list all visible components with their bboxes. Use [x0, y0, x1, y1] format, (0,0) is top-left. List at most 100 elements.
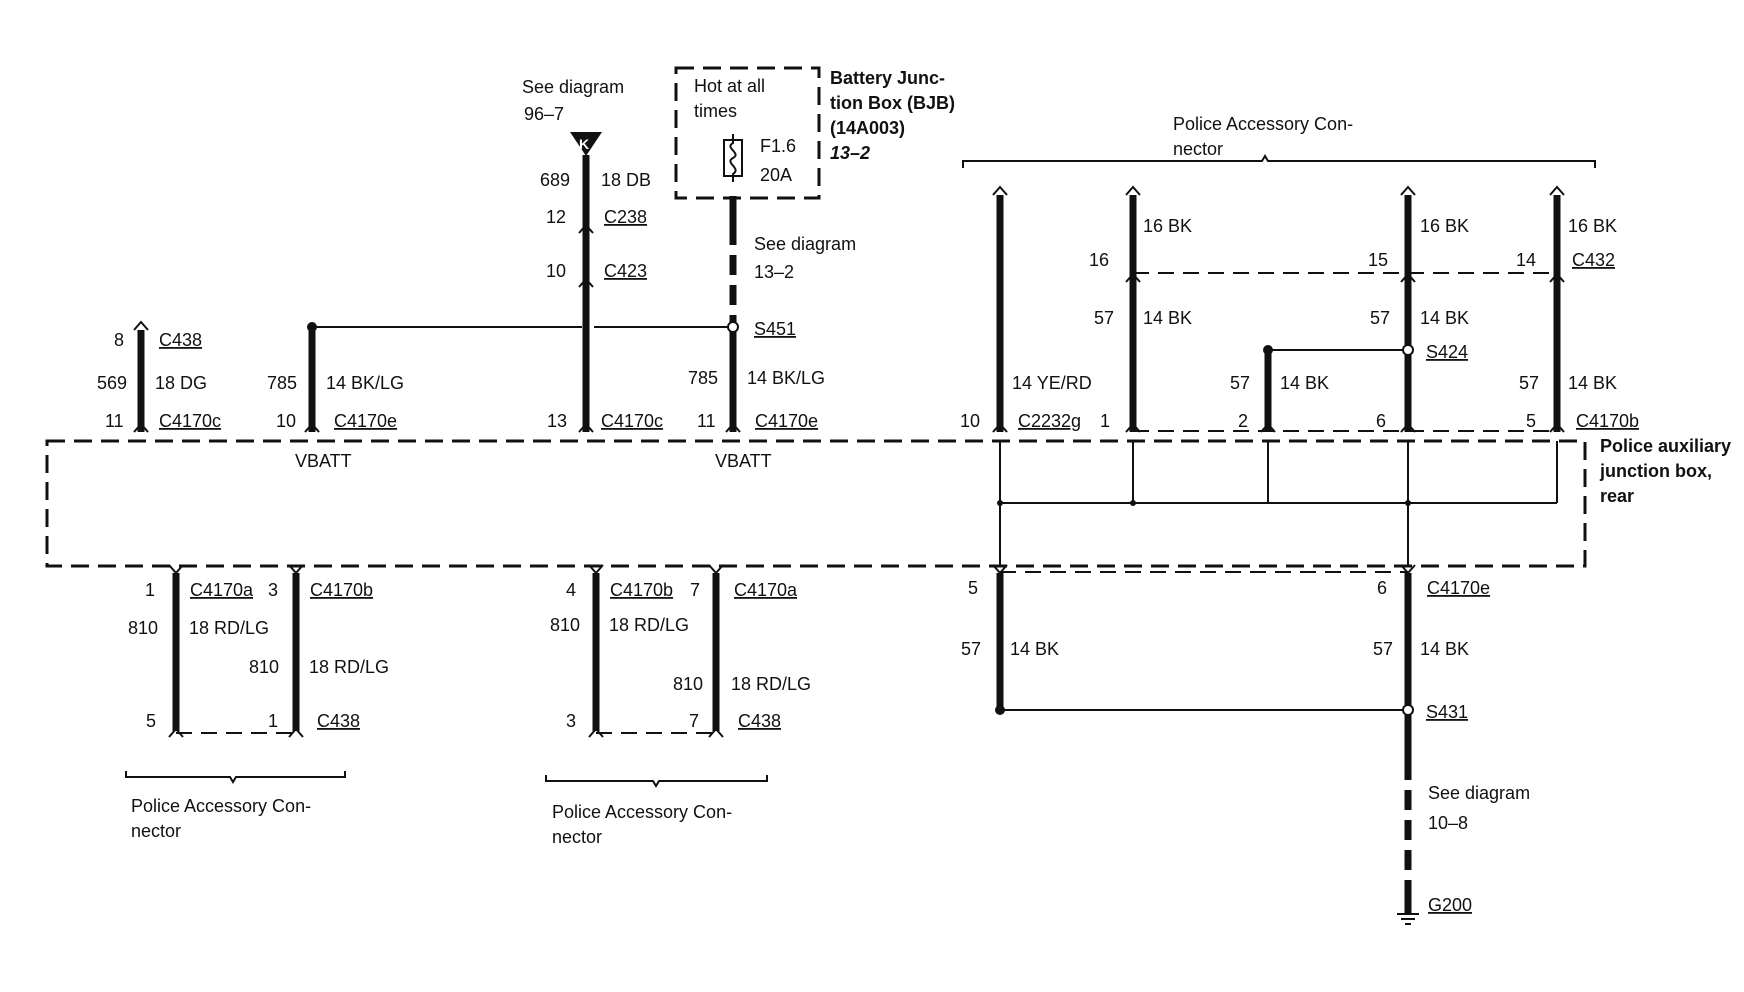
l2-circuit: 810 — [249, 657, 279, 677]
w8-wire-top: 16 BK — [1420, 216, 1469, 236]
wire-810-mid-b — [708, 564, 724, 738]
accessory-bracket-top — [962, 154, 1596, 168]
l2-wire: 18 RD/LG — [309, 657, 389, 677]
w2-wire: 14 BK/LG — [326, 373, 404, 393]
w3-c423: C423 — [604, 261, 647, 281]
w3-pin-c238: 12 — [546, 207, 566, 227]
k-ref-line1: See diagram — [522, 77, 624, 97]
police-aux-junction-box-outline — [45, 439, 1587, 568]
l2-conn-bot: C438 — [317, 711, 360, 731]
wire-57-pin16 — [1125, 185, 1141, 433]
w6-wire-top: 16 BK — [1143, 216, 1192, 236]
wire-ye-rd — [992, 185, 1008, 433]
w7-wire: 14 BK — [1280, 373, 1329, 393]
internal-bus — [997, 441, 1558, 566]
fuse-rating: 20A — [760, 165, 792, 185]
ground-icon — [1397, 913, 1419, 925]
wire-785-left — [304, 322, 733, 433]
wire-569 — [133, 320, 149, 433]
w8-pin-c432: 15 — [1368, 250, 1388, 270]
m1-pin-top: 4 — [566, 580, 576, 600]
w3-pin-bot: 13 — [547, 411, 567, 431]
w8-wire: 14 BK — [1420, 308, 1469, 328]
w8-splice: S424 — [1426, 342, 1468, 362]
m2-conn-top: C4170a — [734, 580, 798, 600]
w5-pin-bot: 10 — [960, 411, 980, 431]
gnd-ref-line2: 10–8 — [1428, 813, 1468, 833]
wire-689 — [570, 132, 602, 433]
m1-pin-bot: 3 — [566, 711, 576, 731]
w6-pin-bot: 1 — [1100, 411, 1110, 431]
w1-pin-bot: 11 — [105, 411, 124, 431]
l1-circuit: 810 — [128, 618, 158, 638]
w6-pin-c432: 16 — [1089, 250, 1109, 270]
accessory-left-line2: nector — [131, 821, 181, 841]
w2-pin-bot: 10 — [276, 411, 296, 431]
w3-wire: 18 DB — [601, 170, 651, 190]
g2-conn: C4170e — [1427, 578, 1490, 598]
m1-circuit: 810 — [550, 615, 580, 635]
accessory-top-line1: Police Accessory Con- — [1173, 114, 1353, 134]
w7-circuit: 57 — [1230, 373, 1250, 393]
wire-57-pin15 — [1400, 185, 1416, 433]
vbatt-label-2: VBATT — [715, 451, 772, 471]
m1-conn-top: C4170b — [610, 580, 673, 600]
bjb-ref2-line1: See diagram — [754, 234, 856, 254]
w9-pin-c432: 14 — [1516, 250, 1536, 270]
wire-810-left-b — [288, 564, 304, 738]
wire-810-left-a — [168, 564, 184, 738]
w1-conn-top: C438 — [159, 330, 202, 350]
accessory-mid-line2: nector — [552, 827, 602, 847]
bjb-name-line2: tion Box (BJB) — [830, 93, 955, 113]
accessory-bracket-left — [125, 771, 346, 784]
w9-wire: 14 BK — [1568, 373, 1617, 393]
wire-57-ground-b — [1400, 564, 1416, 913]
bjb-hot-line1: Hot at all — [694, 76, 765, 96]
w1-conn-bot: C4170c — [159, 411, 221, 431]
k-ref-line2: 96–7 — [524, 104, 564, 124]
bjb-hot-line2: times — [694, 101, 737, 121]
w4-splice: S451 — [754, 319, 796, 339]
w4-circuit: 785 — [688, 368, 718, 388]
wire-810-mid-a — [588, 564, 604, 738]
w9-pin-bot: 5 — [1526, 411, 1536, 431]
w4-pin-bot: 11 — [697, 411, 716, 431]
w8-circuit: 57 — [1370, 308, 1390, 328]
l2-pin-bot: 1 — [268, 711, 278, 731]
w7-pin-bot: 2 — [1238, 411, 1248, 431]
w3-pin-c423: 10 — [546, 261, 566, 281]
m2-pin-top: 7 — [690, 580, 700, 600]
m2-circuit: 810 — [673, 674, 703, 694]
w9-c432: C432 — [1572, 250, 1615, 270]
g1-pin: 5 — [968, 578, 978, 598]
w3-c238: C238 — [604, 207, 647, 227]
accessory-left-line1: Police Accessory Con- — [131, 796, 311, 816]
g2-circuit: 57 — [1373, 639, 1393, 659]
accessory-mid-line1: Police Accessory Con- — [552, 802, 732, 822]
wire-57-ground-a — [992, 564, 1403, 715]
w2-circuit: 785 — [267, 373, 297, 393]
m2-wire: 18 RD/LG — [731, 674, 811, 694]
bjb-name-line1: Battery Junc- — [830, 68, 945, 88]
w6-wire: 14 BK — [1143, 308, 1192, 328]
wire-57-pin14 — [1549, 185, 1565, 433]
w3-conn-bot: C4170c — [601, 411, 663, 431]
accessory-top-line2: nector — [1173, 139, 1223, 159]
w5-wire: 14 YE/RD — [1012, 373, 1092, 393]
fuse-icon — [723, 134, 743, 182]
w9-circuit: 57 — [1519, 373, 1539, 393]
w3-circuit: 689 — [540, 170, 570, 190]
paj-label-line1: Police auxiliary — [1600, 436, 1731, 456]
l1-pin-bot: 5 — [146, 711, 156, 731]
l1-conn-top: C4170a — [190, 580, 254, 600]
bjb-part: (14A003) — [830, 118, 905, 138]
l2-conn-top: C4170b — [310, 580, 373, 600]
w5-conn-bot: C2232g — [1018, 411, 1081, 431]
w4-wire: 14 BK/LG — [747, 368, 825, 388]
paj-label-line2: junction box, — [1599, 461, 1712, 481]
w6-circuit: 57 — [1094, 308, 1114, 328]
accessory-bracket-mid — [545, 775, 768, 788]
m2-conn-bot: C438 — [738, 711, 781, 731]
bjb-ref: 13–2 — [830, 143, 870, 163]
